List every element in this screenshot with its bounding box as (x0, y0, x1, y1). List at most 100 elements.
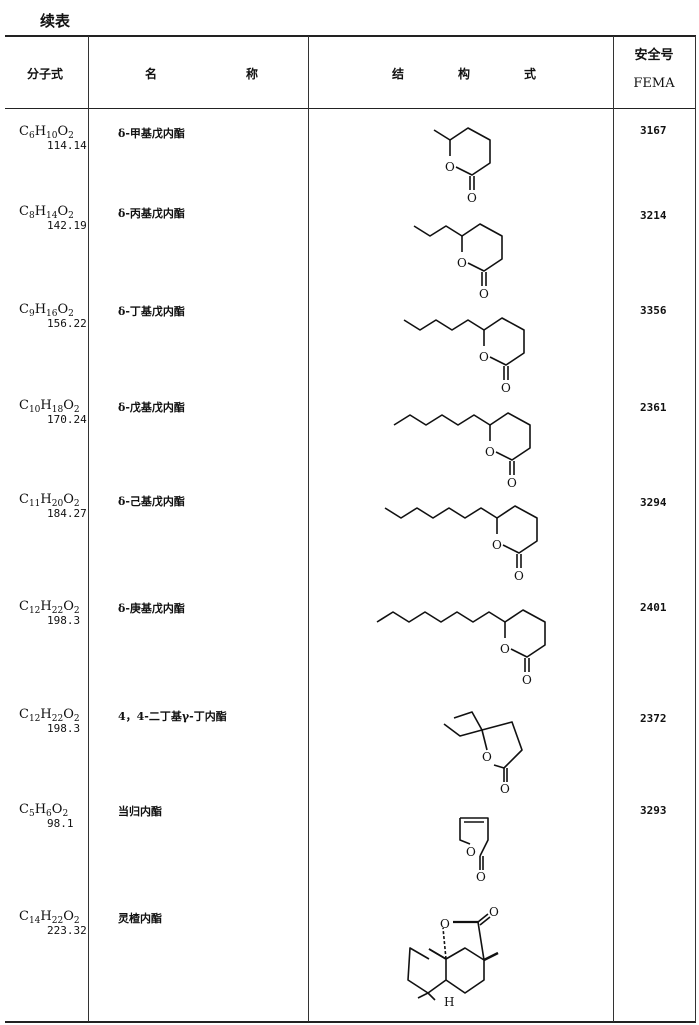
element-count: 5 (28, 809, 35, 819)
element-count: 2 (73, 714, 80, 724)
atom-label: O (500, 782, 510, 796)
element-count: 22 (51, 916, 64, 926)
alkyl-chain (384, 507, 498, 519)
header-fema: FEMA (633, 76, 675, 91)
element-symbol: H (40, 398, 52, 413)
element-count: 6 (28, 131, 35, 141)
structure-butyl-valerolactone: OO (403, 317, 525, 395)
element-count: 2 (73, 606, 80, 616)
element-count: 18 (51, 405, 64, 415)
element-symbol: H (40, 909, 52, 924)
structure-propyl-valerolactone: OO (413, 223, 503, 301)
element-symbol: C (19, 398, 29, 413)
element-symbol: H (40, 492, 52, 507)
molecular-weight: 170.24 (47, 413, 87, 426)
molecular-weight: 98.1 (47, 817, 74, 830)
table-bottom-rule (5, 1021, 696, 1023)
molecular-weight: 198.3 (47, 722, 81, 735)
molecular-weight: 184.27 (47, 507, 87, 520)
compound-name: δ-丙基戊内酯 (118, 207, 185, 220)
continued-table-heading: 续表 (40, 12, 71, 30)
fema-number: 3356 (640, 304, 667, 317)
atom-label: O (507, 476, 517, 490)
element-count: 12 (28, 714, 41, 724)
compound-name: δ-甲基戊内酯 (118, 127, 185, 140)
atom-label: O (479, 287, 489, 301)
fema-number: 3167 (640, 124, 667, 137)
element-symbol: O (63, 909, 74, 924)
element-count: 10 (46, 131, 58, 141)
element-symbol: H (34, 802, 47, 817)
element-count: 10 (28, 405, 41, 415)
compound-name: δ-己基戊内酯 (118, 495, 185, 508)
atom-label: O (482, 750, 492, 764)
structure-angelica-lactone: O O (459, 817, 489, 884)
compound-name: δ-丁基戊内酯 (118, 305, 185, 318)
element-symbol: O (57, 302, 69, 317)
header-structure: 结 (392, 67, 405, 81)
element-symbol: C (19, 492, 29, 507)
element-count: 2 (62, 809, 69, 819)
atom-label: O (466, 845, 476, 859)
element-count: 11 (28, 499, 41, 509)
element-symbol: O (63, 707, 74, 722)
element-symbol: C (19, 302, 29, 317)
molecular-weight: 223.32 (47, 924, 87, 937)
header-name: 称 (246, 67, 259, 81)
atom-label: O (492, 538, 502, 552)
structure-dibutyl-butyrolactone: O O (443, 711, 523, 796)
element-symbol: O (51, 802, 63, 817)
element-symbol: C (19, 204, 29, 219)
structure-heptyl-valerolactone: OO (376, 609, 546, 687)
element-symbol: O (63, 492, 74, 507)
alkyl-chain (433, 129, 451, 141)
molecular-weight: 198.3 (47, 614, 81, 627)
molecular-weight: 142.19 (47, 219, 87, 232)
header-structure: 构 (458, 67, 471, 81)
element-count: 14 (46, 211, 58, 221)
atom-label: H (444, 995, 454, 1009)
element-symbol: C (19, 909, 29, 924)
column-divider (88, 36, 89, 1022)
header-formula: 分子式 (27, 67, 64, 81)
element-count: 16 (46, 309, 58, 319)
header-structure: 式 (524, 67, 537, 81)
column-divider (613, 36, 614, 1022)
header-name: 名 (145, 67, 158, 81)
atom-label: O (467, 191, 477, 205)
fema-number: 2361 (640, 401, 667, 414)
element-count: 14 (28, 916, 41, 926)
element-count: 2 (68, 211, 74, 221)
column-divider (308, 36, 309, 1022)
compound-name: 灵楂内酯 (118, 912, 162, 925)
molecular-weight: 156.22 (47, 317, 87, 330)
structure-methyl-valerolactone: OO (433, 127, 491, 205)
fema-number: 3214 (640, 209, 667, 222)
header-bottom-rule (5, 108, 696, 109)
element-symbol: O (57, 204, 69, 219)
element-symbol: H (34, 204, 47, 219)
element-count: 22 (51, 714, 64, 724)
alkyl-chain (403, 319, 485, 331)
element-count: 2 (73, 405, 80, 415)
atom-label: O (457, 256, 467, 270)
compound-name: 当归内酯 (118, 805, 162, 818)
atom-label: O (476, 870, 486, 884)
element-symbol: H (34, 124, 47, 139)
element-count: 12 (28, 606, 41, 616)
fema-number: 2401 (640, 601, 667, 614)
table-top-rule (5, 35, 696, 37)
atom-label: O (522, 673, 532, 687)
element-symbol: C (19, 802, 29, 817)
fema-number: 2372 (640, 712, 667, 725)
element-count: 20 (51, 499, 64, 509)
element-count: 9 (28, 309, 35, 319)
